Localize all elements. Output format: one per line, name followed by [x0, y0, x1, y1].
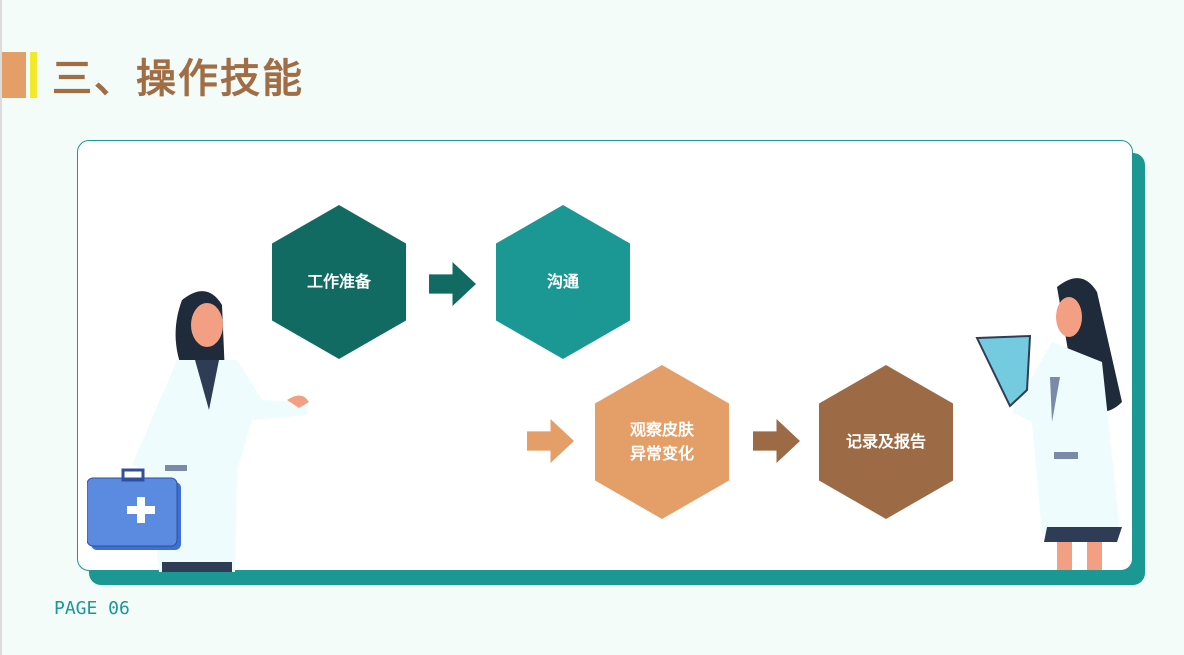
title-accent-yellow — [30, 52, 37, 98]
title-accent-orange — [2, 52, 26, 98]
doctor-right-illustration — [975, 278, 1122, 570]
page-number: PAGE 06 — [54, 598, 130, 619]
step-label: 沟通 — [546, 272, 579, 291]
step-label: 工作准备 — [306, 272, 371, 291]
doctor-left-illustration — [87, 291, 309, 572]
page-title: 三、操作技能 — [52, 56, 304, 102]
step-label: 记录及报告 — [845, 432, 926, 451]
content-card — [77, 140, 1133, 571]
step-label: 观察皮肤 异常变化 — [629, 420, 694, 463]
